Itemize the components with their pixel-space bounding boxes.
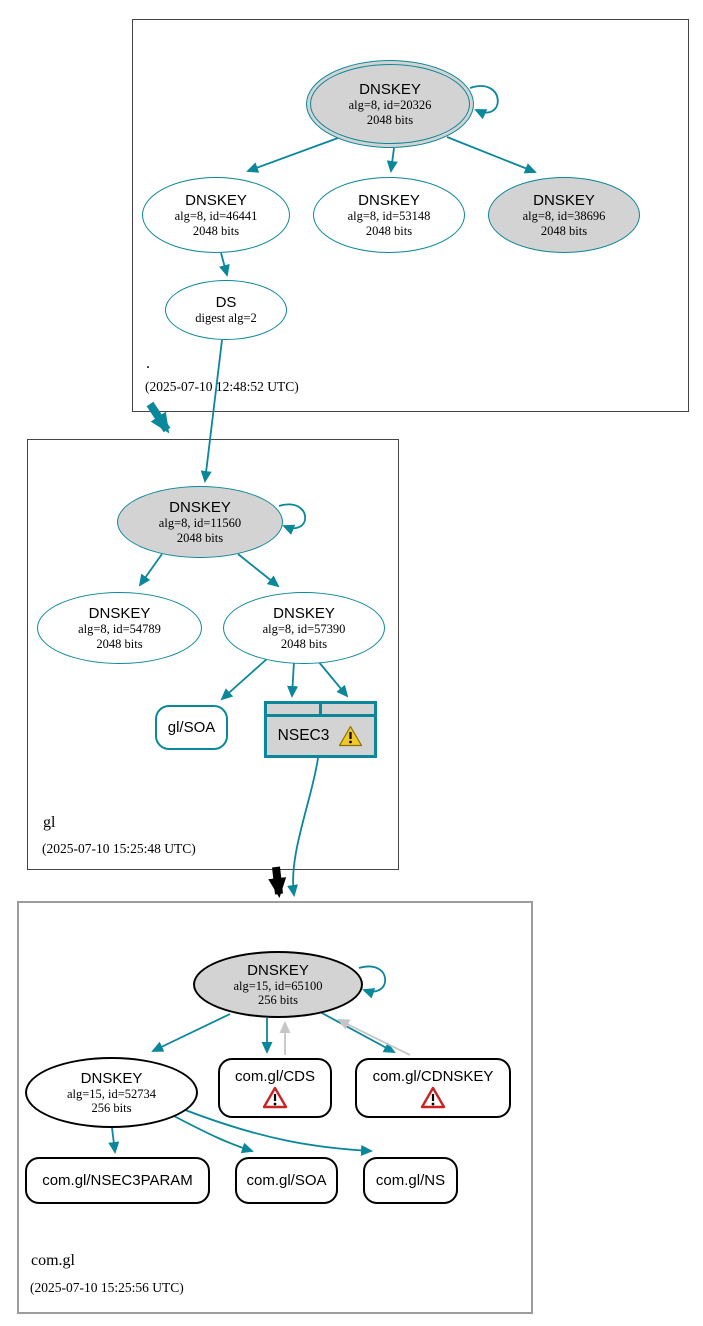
- dnskey-node-57390[interactable]: DNSKEY alg=8, id=57390 2048 bits: [223, 592, 385, 664]
- node-label: com.gl/CDNSKEY: [372, 1067, 494, 1085]
- node-title: DNSKEY: [185, 192, 247, 209]
- zone-box-comgl: [17, 901, 533, 1314]
- zone-timestamp-gl: (2025-07-10 15:25:48 UTC): [42, 841, 196, 856]
- comgl-cdnskey-node[interactable]: com.gl/CDNSKEY: [355, 1058, 511, 1118]
- ds-node[interactable]: DS digest alg=2: [165, 280, 287, 340]
- node-detail: digest alg=2: [195, 311, 257, 326]
- zone-box-root: [132, 19, 689, 412]
- warning-icon-yellow: [339, 725, 363, 747]
- node-detail: alg=8, id=54789: [78, 622, 161, 637]
- node-label: com.gl/NSEC3PARAM: [42, 1172, 193, 1189]
- nsec3-header-cells: [267, 704, 374, 714]
- dnskey-node-52734[interactable]: DNSKEY alg=15, id=52734 256 bits: [25, 1057, 198, 1128]
- gl-soa-node[interactable]: gl/SOA: [155, 705, 228, 750]
- zone-label-root: .: [146, 355, 150, 372]
- warning-icon-red: [420, 1086, 446, 1108]
- node-label: com.gl/CDS: [234, 1067, 316, 1085]
- edge-delegation-gl-to-comgl: [268, 866, 287, 898]
- node-detail: alg=15, id=65100: [233, 978, 323, 993]
- node-title: DNSKEY: [273, 605, 335, 622]
- node-title: DNSKEY: [169, 499, 231, 516]
- node-bits: 2048 bits: [192, 223, 240, 238]
- warning-icon-red: [262, 1086, 288, 1108]
- node-bits: 256 bits: [91, 1101, 132, 1116]
- node-detail: alg=8, id=11560: [158, 516, 242, 531]
- zone-label-comgl: com.gl: [31, 1252, 75, 1269]
- node-title: DNSKEY: [247, 961, 309, 979]
- comgl-soa-node[interactable]: com.gl/SOA: [235, 1157, 338, 1204]
- dnskey-node-11560-ksk[interactable]: DNSKEY alg=8, id=11560 2048 bits: [117, 486, 283, 558]
- node-detail: alg=8, id=57390: [262, 622, 346, 637]
- dnskey-node-20326-inner: DNSKEY alg=8, id=20326 2048 bits: [310, 64, 470, 144]
- dnskey-node-38696[interactable]: DNSKEY alg=8, id=38696 2048 bits: [488, 177, 640, 253]
- node-title: DS: [215, 294, 237, 312]
- node-bits: 2048 bits: [366, 112, 414, 127]
- node-title: DNSKEY: [80, 1069, 143, 1087]
- node-detail: alg=8, id=38696: [522, 209, 606, 224]
- node-title: DNSKEY: [359, 81, 421, 98]
- node-label: com.gl/SOA: [246, 1172, 327, 1189]
- dnskey-node-53148[interactable]: DNSKEY alg=8, id=53148 2048 bits: [313, 177, 465, 253]
- dnskey-node-20326-ksk[interactable]: DNSKEY alg=8, id=20326 2048 bits: [306, 60, 474, 148]
- nsec3-node[interactable]: NSEC3: [264, 701, 377, 758]
- nsec3-cell: [322, 704, 374, 714]
- nsec3-body: NSEC3: [267, 717, 374, 755]
- node-bits: 2048 bits: [96, 636, 143, 651]
- node-label: com.gl/NS: [375, 1172, 446, 1189]
- node-label: gl/SOA: [167, 719, 216, 736]
- node-title: DNSKEY: [358, 192, 420, 209]
- node-label: NSEC3: [277, 727, 330, 744]
- comgl-nsec3param-node[interactable]: com.gl/NSEC3PARAM: [25, 1157, 210, 1204]
- dnskey-node-54789[interactable]: DNSKEY alg=8, id=54789 2048 bits: [37, 592, 202, 664]
- dnskey-node-65100-ksk[interactable]: DNSKEY alg=15, id=65100 256 bits: [193, 951, 363, 1018]
- nsec3-cell: [267, 704, 319, 714]
- node-title: DNSKEY: [533, 192, 595, 209]
- node-bits: 2048 bits: [540, 223, 588, 238]
- node-bits: 2048 bits: [176, 530, 224, 545]
- node-bits: 2048 bits: [365, 223, 413, 238]
- node-bits: 2048 bits: [280, 636, 328, 651]
- node-detail: alg=8, id=20326: [348, 98, 432, 113]
- zone-timestamp-comgl: (2025-07-10 15:25:56 UTC): [30, 1280, 184, 1295]
- comgl-ns-node[interactable]: com.gl/NS: [363, 1157, 458, 1204]
- dnskey-node-46441[interactable]: DNSKEY alg=8, id=46441 2048 bits: [142, 177, 290, 253]
- node-detail: alg=15, id=52734: [66, 1086, 157, 1101]
- node-detail: alg=8, id=46441: [174, 209, 258, 224]
- node-title: DNSKEY: [88, 605, 151, 622]
- node-bits: 256 bits: [258, 993, 298, 1008]
- zone-timestamp-root: (2025-07-10 12:48:52 UTC): [145, 379, 299, 394]
- comgl-cds-node[interactable]: com.gl/CDS: [218, 1058, 332, 1118]
- node-detail: alg=8, id=53148: [347, 209, 431, 224]
- zone-label-gl: gl: [43, 814, 56, 831]
